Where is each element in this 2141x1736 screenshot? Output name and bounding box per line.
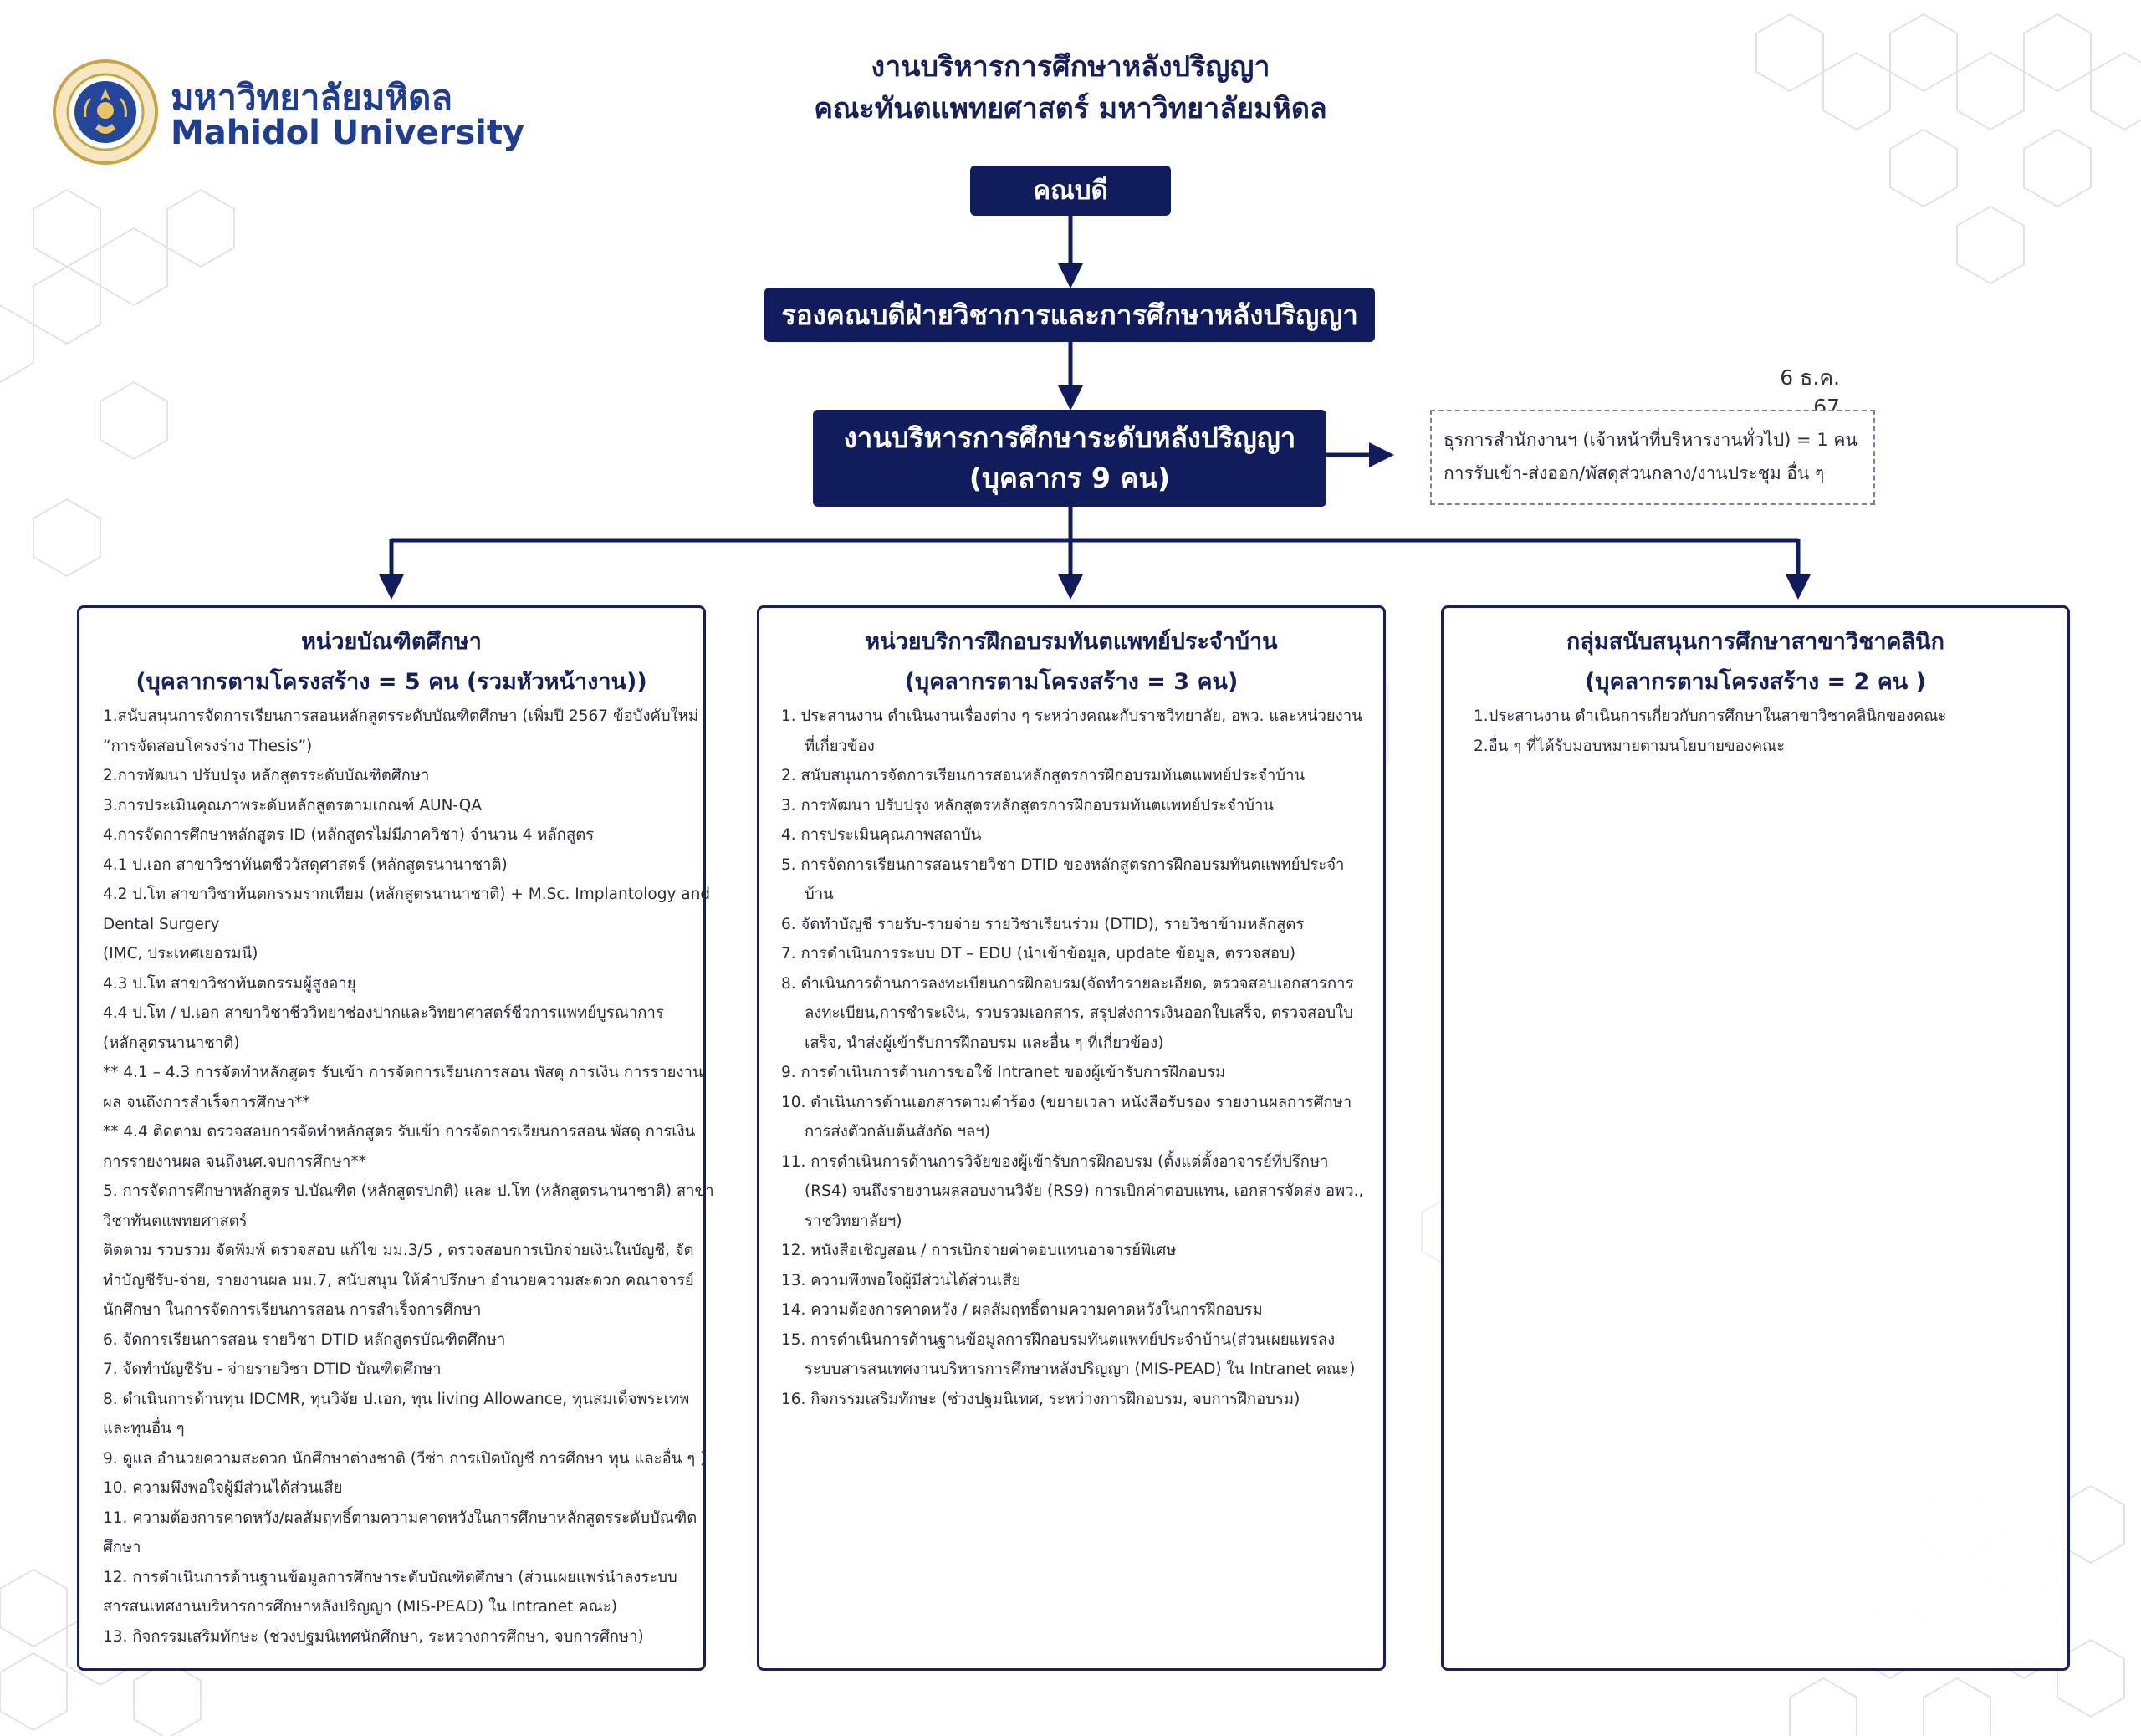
task-item: ** 4.4 ติดตาม ตรวจสอบการจัดทำหลักสูตร รั… <box>103 1123 696 1141</box>
panel-task-list: 1.สนับสนุนการจัดการเรียนการสอนหลักสูตรระ… <box>79 702 714 1652</box>
task-item: และทุนอื่น ๆ <box>103 1420 185 1437</box>
task-item: 4.3 ป.โท สาขาวิชาทันตกรรมผู้สูงอายุ <box>103 974 356 993</box>
task-item: 6. จัดการเรียนการสอน รายวิชา DTID หลักสู… <box>103 1330 506 1349</box>
task-item: 2.การพัฒนา ปรับปรุง หลักสูตรระดับบัณฑิตศ… <box>103 767 430 784</box>
task-item: 4.1 ป.เอก สาขาวิชาทันตชีววัสดุศาสตร์ (หล… <box>103 855 508 874</box>
task-item: (หลักสูตรนานาชาติ) <box>103 1034 240 1052</box>
task-item: 11. การดำเนินการด้านการวิจัยของผู้เข้ารั… <box>781 1152 1364 1230</box>
university-logo: มหาวิทยาลัยมหิดล Mahidol University <box>52 59 524 172</box>
node-dean: คณบดี <box>970 166 1171 216</box>
panel-title: หน่วยบริการฝึกอบรมทันตแพทย์ประจำบ้าน <box>865 629 1278 655</box>
page-title: งานบริหารการศึกษาหลังปริญญา <box>871 50 1270 84</box>
panel-subtitle: (บุคลากรตามโครงสร้าง = 5 คน (รวมหัวหน้าง… <box>135 669 647 695</box>
panel-title: กลุ่มสนับสนุนการศึกษาสาขาวิชาคลินิก <box>1566 629 1944 655</box>
note-line: การรับเข้า-ส่งออก/พัสดุส่วนกลาง/งานประชุ… <box>1444 463 1825 483</box>
panel-task-list: 1.ประสานงาน ดำเนินการเกี่ยวกับการศึกษาใน… <box>1444 702 2067 761</box>
task-item: ทำบัญชีรับ-จ่าย, รายงานผล มม.7, สนับสนุน… <box>103 1271 694 1289</box>
university-seal-icon <box>53 59 158 165</box>
task-item: 9. การดำเนินการด้านการขอใช้ Intranet ของ… <box>781 1064 1226 1081</box>
node-vice-dean: รองคณบดีฝ่ายวิชาการและการศึกษาหลังปริญญา <box>764 288 1375 342</box>
task-item: 13. กิจกรรมเสริมทักษะ (ช่วงปฐมนิเทศนักศึ… <box>103 1627 644 1646</box>
task-item: 9. ดูแล อำนวยความสะดวก นักศึกษาต่างชาติ … <box>103 1449 707 1468</box>
task-item: สารสนเทศงานบริหารการศึกษาหลังปริญญา (MIS… <box>103 1598 617 1616</box>
note-line: ธุรการสำนักงานฯ (เจ้าหน้าที่บริหารงานทั่… <box>1444 430 1857 450</box>
task-item: 10. ดำเนินการด้านเอกสารตามคำร้อง (ขยายเว… <box>781 1093 1352 1141</box>
task-item: ศึกษา <box>103 1539 141 1556</box>
task-item: ผล จนถึงการสำเร็จการศึกษา** <box>103 1093 310 1111</box>
task-item: 7. การดำเนินการระบบ DT – EDU (นำเข้าข้อม… <box>781 945 1296 962</box>
task-item: ติดตาม รวบรวม จัดพิมพ์ ตรวจสอบ แก้ไข มม.… <box>103 1242 694 1259</box>
task-item: 4.การจัดการศึกษาหลักสูตร ID (หลักสูตรไม่… <box>103 826 595 844</box>
task-item: 10. ความพึงพอใจผู้มีส่วนได้ส่วนเสีย <box>103 1479 343 1497</box>
task-item: 4.4 ป.โท / ป.เอก สาขาวิชาชีววิทยาช่องปาก… <box>103 1004 664 1022</box>
panel-subtitle: (บุคลากรตามโครงสร้าง = 3 คน) <box>904 669 1239 695</box>
task-item: 5. การจัดการเรียนการสอนรายวิชา DTID ของห… <box>781 855 1345 904</box>
node-unit-title: งานบริหารการศึกษาระดับหลังปริญญา <box>843 421 1296 454</box>
logo-name-english: Mahidol University <box>171 114 525 152</box>
task-item: 1.สนับสนุนการจัดการเรียนการสอนหลักสูตรระ… <box>103 707 699 725</box>
task-item: Dental Surgery <box>103 915 220 933</box>
task-item: 12. หนังสือเชิญสอน / การเบิกจ่ายค่าตอบแท… <box>781 1242 1177 1259</box>
task-item: 8. ดำเนินการด้านทุน IDCMR, ทุนวิจัย ป.เอ… <box>103 1390 690 1408</box>
task-item: “การจัดสอบโครงร่าง Thesis”) <box>103 737 313 755</box>
task-item: การรายงานผล จนถึงนศ.จบการศึกษา** <box>103 1152 366 1171</box>
task-item: วิชาทันตแพทยศาสตร์ <box>103 1212 248 1230</box>
task-item: 6. จัดทำบัญชี รายรับ-รายจ่าย รายวิชาเรีย… <box>781 915 1305 933</box>
task-item: ** 4.1 – 4.3 การจัดทำหลักสูตร รับเข้า กา… <box>103 1064 703 1081</box>
task-item: 12. การดำเนินการด้านฐานข้อมูลการศึกษาระด… <box>103 1568 677 1586</box>
task-item: 8. ดำเนินการด้านการลงทะเบียนการฝึกอบรม(จ… <box>781 974 1354 1052</box>
task-item: 2.อื่น ๆ ที่ได้รับมอบหมายตามนโยบายของคณะ <box>1474 737 1786 755</box>
node-unit-staff: (บุคลากร 9 คน) <box>968 462 1171 494</box>
task-item: 16. กิจกรรมเสริมทักษะ (ช่วงปฐมนิเทศ, ระห… <box>781 1390 1300 1408</box>
task-item: (IMC, ประเทศเยอรมนี) <box>103 945 258 962</box>
task-item: 4.2 ป.โท สาขาวิชาทันตกรรมรากเทียม (หลักส… <box>103 886 711 903</box>
task-item: 13. ความพึงพอใจผู้มีส่วนได้ส่วนเสีย <box>781 1271 1021 1289</box>
logo-name-thai: มหาวิทยาลัยมหิดล <box>171 77 453 118</box>
task-item: นักศึกษา ในการจัดการเรียนการสอน การสำเร็… <box>103 1301 482 1319</box>
panel-subtitle: (บุคลากรตามโครงสร้าง = 2 คน ) <box>1584 669 1927 695</box>
task-item: 11. ความต้องการคาดหวัง/ผลสัมฤทธิ์ตามความ… <box>103 1509 697 1527</box>
panel-title: หน่วยบัณฑิตศึกษา <box>301 629 482 655</box>
node-admin-office-note: ธุรการสำนักงานฯ (เจ้าหน้าที่บริหารงานทั่… <box>1430 410 1875 505</box>
task-item: 1. ประสานงาน ดำเนินงานเรื่องต่าง ๆ ระหว่… <box>781 707 1362 755</box>
node-postgraduate-unit: งานบริหารการศึกษาระดับหลังปริญญา (บุคลาก… <box>813 410 1326 507</box>
page-subtitle: คณะทันตแพทยศาสตร์ มหาวิทยาลัยมหิดล <box>814 92 1327 125</box>
panel-residency-training: หน่วยบริการฝึกอบรมทันตแพทย์ประจำบ้าน (บุ… <box>757 605 1386 1671</box>
task-item: 1.ประสานงาน ดำเนินการเกี่ยวกับการศึกษาใน… <box>1474 707 1947 725</box>
task-item: 3.การประเมินคุณภาพระดับหลักสูตรตามเกณฑ์ … <box>103 796 483 814</box>
task-item: 3. การพัฒนา ปรับปรุง หลักสูตรหลักสูตรการ… <box>781 796 1275 814</box>
panel-clinical-support: กลุ่มสนับสนุนการศึกษาสาขาวิชาคลินิก (บุค… <box>1441 605 2070 1671</box>
task-item: 2. สนับสนุนการจัดการเรียนการสอนหลักสูตรก… <box>781 767 1306 784</box>
task-item: 14. ความต้องการคาดหวัง / ผลสัมฤทธิ์ตามคว… <box>781 1301 1263 1319</box>
panel-task-list: 1. ประสานงาน ดำเนินงานเรื่องต่าง ๆ ระหว่… <box>759 702 1383 1414</box>
task-item: 5. การจัดการศึกษาหลักสูตร ป.บัณฑิต (หลัก… <box>103 1182 714 1200</box>
task-item: 7. จัดทำบัญชีรับ - จ่ายรายวิชา DTID บัณฑ… <box>103 1361 442 1378</box>
task-item: 15. การดำเนินการด้านฐานข้อมูลการฝึกอบรมท… <box>781 1330 1356 1379</box>
task-item: 4. การประเมินคุณภาพสถาบัน <box>781 826 982 844</box>
panel-graduate-studies: หน่วยบัณฑิตศึกษา (บุคลากรตามโครงสร้าง = … <box>77 605 714 1671</box>
